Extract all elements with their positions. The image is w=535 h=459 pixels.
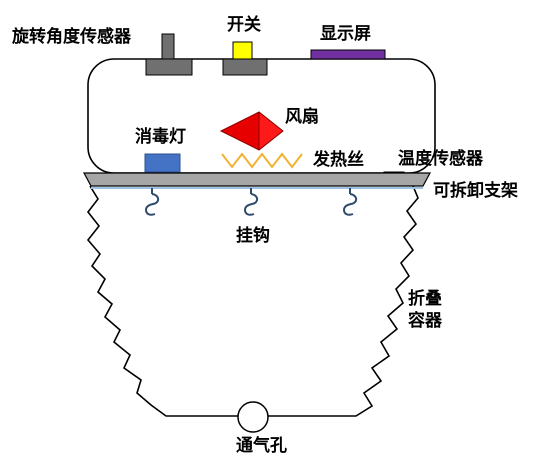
container-label-line2: 容器 — [408, 311, 442, 331]
fan-outline — [219, 111, 284, 151]
folding-container-outline — [86, 185, 419, 417]
hook-middle — [243, 188, 259, 216]
container-label-line1: 折叠 — [408, 289, 442, 309]
temp-sensor-label: 温度传感器 — [398, 149, 483, 169]
vent-hole — [237, 401, 269, 433]
hook-right — [342, 188, 358, 216]
vent-label: 通气孔 — [236, 436, 287, 456]
display-screen — [310, 49, 386, 60]
angle-sensor-label: 旋转角度传感器 — [12, 27, 131, 47]
heater-label: 发热丝 — [313, 150, 364, 170]
angle-sensor-knob-stem — [161, 33, 175, 62]
angle-sensor-knob-base — [145, 58, 193, 76]
fan-right-half — [259, 112, 283, 150]
switch-button — [232, 41, 253, 61]
hook-label: 挂钩 — [236, 226, 270, 246]
hook-left — [144, 188, 160, 216]
display-label: 显示屏 — [320, 24, 371, 44]
heating-wire — [221, 152, 303, 169]
fan-left-half — [221, 112, 259, 150]
switch-base — [222, 58, 268, 76]
fan-label: 风扇 — [285, 107, 319, 127]
rack-label: 可拆卸支架 — [433, 181, 518, 201]
uv-lamp — [144, 153, 181, 173]
removable-rack — [82, 172, 432, 187]
uv-lamp-label: 消毒灯 — [135, 127, 186, 147]
switch-label: 开关 — [227, 15, 261, 35]
